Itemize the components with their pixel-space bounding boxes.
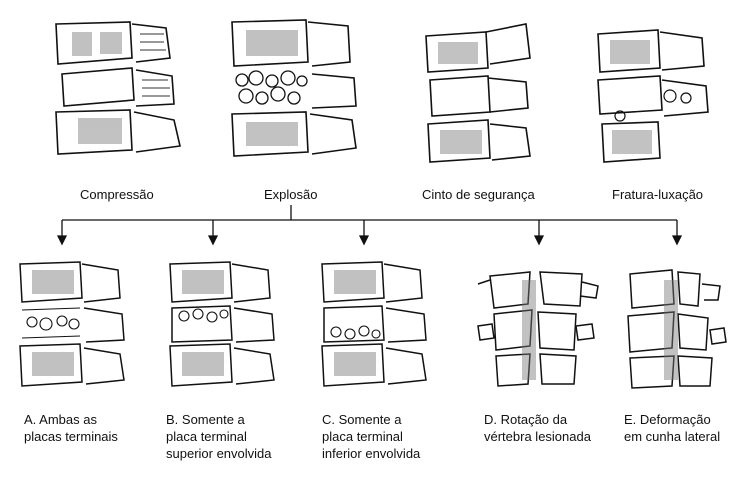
label-subtype-a-line-1: A. Ambas as [24, 412, 97, 427]
label-subtype-a-line-2: placas terminais [24, 429, 118, 444]
rotation-injured-vertebra-illustration [477, 271, 599, 387]
label-subtype-c-line-3: inferior envolvida [322, 446, 421, 461]
label-subtype-b: B. Somente a placa terminal superior env… [166, 411, 272, 462]
label-seatbelt: Cinto de segurança [422, 187, 535, 202]
label-subtype-e-line-2: em cunha lateral [624, 429, 721, 444]
label-subtype-e: E. Deformação em cunha lateral [624, 411, 720, 445]
label-subtype-c: C. Somente a placa terminal inferior env… [322, 411, 420, 462]
label-compression: Compressão [80, 187, 154, 202]
label-subtype-e-line-1: E. Deformação [624, 412, 711, 427]
label-subtype-b-line-1: B. Somente a [166, 412, 245, 427]
label-subtype-d-line-2: vértebra lesionada [484, 429, 591, 444]
label-subtype-c-line-2: placa terminal [322, 429, 403, 444]
burst-inferior-endplate-illustration [321, 261, 427, 387]
burst-fracture-illustration [231, 19, 357, 157]
seatbelt-fracture-illustration [425, 23, 531, 163]
label-fracture-dislocation: Fratura-luxação [612, 187, 704, 202]
burst-both-endplates-illustration [19, 261, 125, 387]
label-subtype-d: D. Rotação da vértebra lesionada [484, 411, 591, 445]
label-burst: Explosão [264, 187, 318, 202]
burst-superior-endplate-illustration [169, 261, 275, 387]
label-subtype-d-line-1: D. Rotação da [484, 412, 568, 427]
label-subtype-b-line-3: superior envolvida [166, 446, 272, 461]
label-subtype-c-line-1: C. Somente a [322, 412, 402, 427]
label-subtype-a: A. Ambas as placas terminais [24, 411, 118, 445]
compression-fracture-illustration [55, 21, 181, 155]
label-subtype-b-line-2: placa terminal [166, 429, 247, 444]
lateral-wedge-deformation-illustration [627, 269, 727, 389]
fracture-dislocation-illustration [597, 29, 709, 163]
